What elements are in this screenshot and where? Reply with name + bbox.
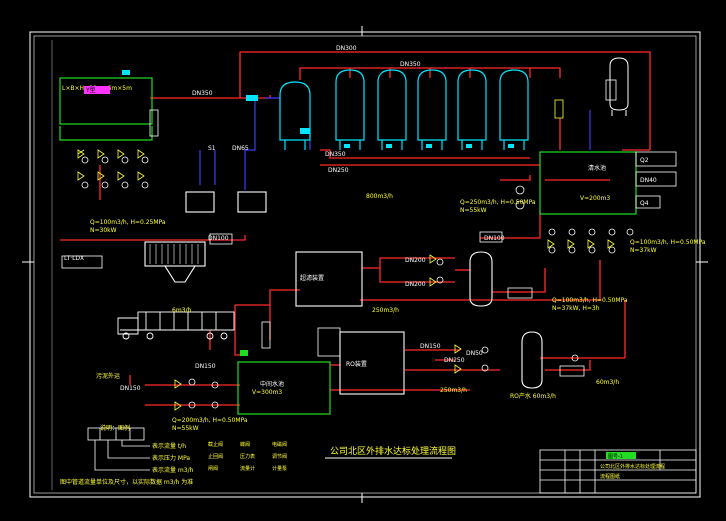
- label-dn350-top: DN350: [400, 61, 421, 68]
- label-dn350-left: DN350: [192, 90, 213, 97]
- label-flow-800: 800m3/h: [366, 193, 393, 200]
- label-sludge: 污泥外运: [96, 372, 120, 380]
- label-pump-mid-a: Q=250m3/h, H=0.50MPa: [460, 199, 536, 206]
- label-dn200-b: DN200: [405, 281, 426, 288]
- label-box-tag-1: Y型: [85, 86, 96, 94]
- title-block-sheet-no: 图号-1: [608, 454, 623, 460]
- regulating-tank-left: [59, 77, 153, 125]
- label-flow-250a: 250m3/h: [372, 307, 399, 314]
- label-right-note-2: DN40: [640, 177, 657, 184]
- title-block-drawing-name: 公司北区外排水达标处理流程: [600, 463, 665, 470]
- small-tank-top-right: [609, 57, 629, 116]
- label-legend-note: 图中管道流量单位及尺寸，以实际数据 m3/h 为准: [60, 478, 193, 486]
- valve-symbols: [77, 149, 615, 411]
- pump-symbols: [81, 79, 634, 409]
- drawing-frame: [22, 26, 708, 503]
- title-block-sub-name: 流程图纸: [600, 473, 620, 480]
- label-dn350-tanks: DN350: [325, 151, 346, 158]
- clear-water-tank: [539, 151, 637, 215]
- label-sym-9: 计量泵: [272, 465, 287, 472]
- label-sym-5: 压力表: [240, 453, 255, 460]
- intermediate-tank: [237, 361, 331, 415]
- label-tank-right-name: 清水池: [588, 164, 606, 172]
- label-dn150: DN150: [195, 363, 216, 370]
- label-right-note-1: Q2: [640, 157, 649, 164]
- treatment-units: [144, 191, 543, 395]
- tag-boxes: [61, 151, 677, 471]
- label-sym-3: 闸阀: [208, 465, 218, 472]
- label-pump-mid-b: N=55kW: [460, 207, 487, 214]
- blue-pipes: [199, 95, 591, 190]
- title-block: [539, 449, 697, 494]
- label-dn300-top: DN300: [336, 45, 357, 52]
- label-flow-250b: 250m3/h: [440, 387, 467, 394]
- tank-mid-right: [469, 251, 493, 307]
- label-pump-left-a: Q=100m3/h, H=0.25MPa: [90, 219, 166, 226]
- instrument-markers: [122, 70, 564, 356]
- label-sym-1: 截止阀: [208, 441, 223, 448]
- screen-bars: [149, 244, 199, 264]
- label-pump-right2-a: Q=100m3/h, H=0.50MPa: [552, 297, 628, 304]
- label-sym-7: 电磁阀: [272, 441, 287, 448]
- label-ro-unit: RO装置: [346, 360, 367, 368]
- label-tank-right-vol: V=200m3: [580, 195, 610, 202]
- label-pump-bottom-b: N=55kW: [172, 425, 199, 432]
- ro-unit-box: [339, 331, 405, 395]
- sludge-truck: [117, 311, 235, 340]
- label-tank-bottom-vol: V=300m3: [252, 389, 282, 396]
- label-dn250-tanks: DN250: [328, 167, 349, 174]
- label-dn100-b: DN100: [484, 235, 505, 242]
- label-dn65: DN65: [232, 145, 249, 152]
- label-sym-2: 止回阀: [208, 453, 223, 460]
- storage-tanks-top: [279, 69, 529, 150]
- label-pump-right-a: Q=100m3/h, H=0.50MPa: [630, 239, 706, 246]
- label-pump-bottom-a: Q=200m3/h, H=0.50MPa: [172, 417, 248, 424]
- label-sym-6: 流量计: [240, 465, 255, 472]
- label-dn250: DN250: [444, 357, 465, 364]
- label-tank-bottom-name: 中间水池: [260, 380, 284, 388]
- label-pump-right2-b: N=37kW, H=3h: [552, 305, 600, 312]
- label-legend-3: 表示流量 m3/h: [152, 466, 194, 474]
- drawing-title: 公司北区外排水达标处理流程图: [330, 445, 456, 457]
- label-dn150-b: DN150: [420, 343, 441, 350]
- label-legend-1: 表示流量 t/h: [152, 442, 186, 450]
- main-red-pipes: [60, 51, 651, 406]
- label-dn100-a: DN100: [208, 235, 229, 242]
- label-s1: S1: [208, 145, 216, 152]
- label-pump-right-b: N=37kW: [630, 247, 657, 254]
- label-right-note-3: Q4: [640, 200, 649, 207]
- label-ro-flow: RO产水 60m3/h: [510, 392, 556, 400]
- label-sym-4: 蝶阀: [240, 441, 250, 448]
- label-legend-2: 表示压力 MPa: [152, 454, 190, 462]
- label-truck: 6m3/h: [172, 307, 192, 314]
- label-pump-left-b: N=30kW: [90, 227, 117, 234]
- uf-unit-box: [295, 251, 363, 307]
- label-dn50: DN50: [466, 350, 483, 357]
- label-uf-unit: 超滤装置: [300, 274, 324, 282]
- tank-low-right: [521, 331, 543, 389]
- label-dn150-c: DN150: [120, 385, 141, 392]
- label-legend-title: 说明：图例: [100, 424, 130, 432]
- label-dn200: DN200: [405, 257, 426, 264]
- label-sym-8: 调节阀: [272, 453, 287, 460]
- label-tag-ld: LT·LDX: [64, 255, 84, 262]
- label-flow-60: 60m3/h: [596, 379, 619, 386]
